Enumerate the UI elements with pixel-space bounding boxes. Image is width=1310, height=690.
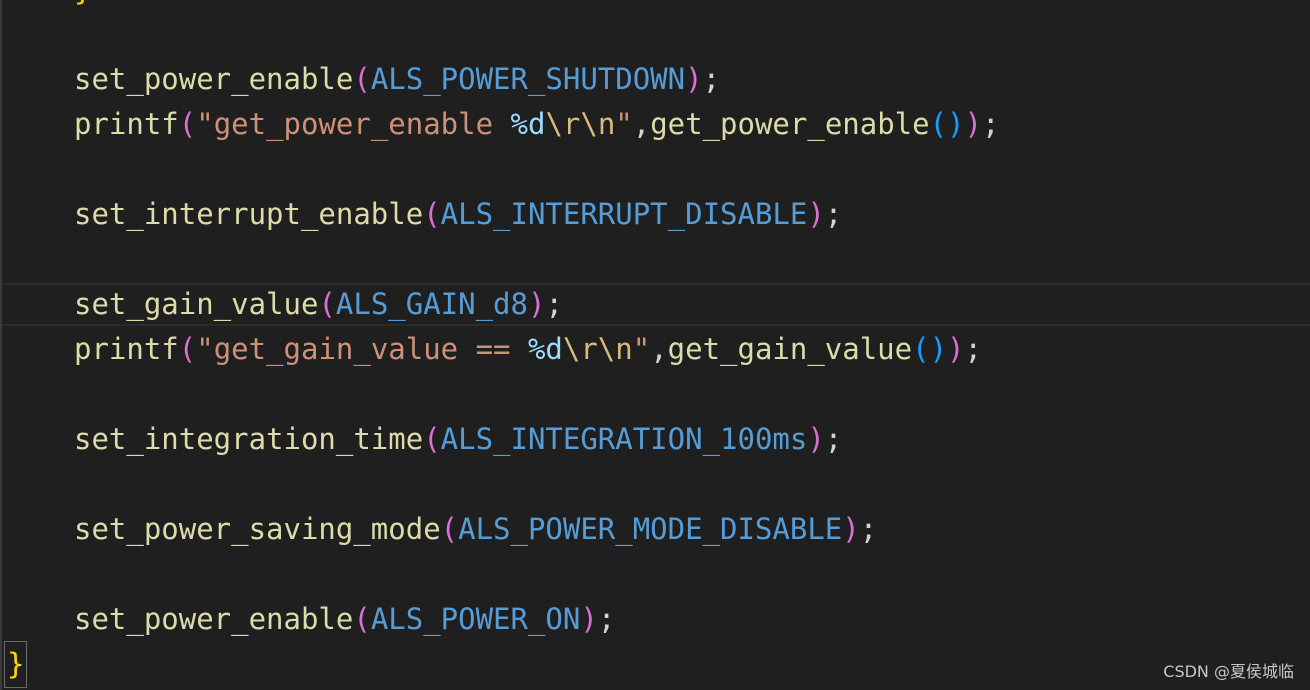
- function-name: set_interrupt_enable: [74, 197, 424, 231]
- closing-brace-matched: }: [4, 641, 28, 688]
- constant-argument: ALS_POWER_MODE_DISABLE: [458, 512, 843, 546]
- string-literal: "get_gain_value ==: [196, 332, 528, 366]
- constant-argument: ALS_GAIN_d8: [335, 287, 528, 321]
- comma: ,: [650, 332, 668, 366]
- constant-argument: ALS_INTERRUPT_DISABLE: [440, 197, 808, 231]
- close-paren: ): [964, 107, 982, 141]
- string-literal-end: ": [632, 332, 651, 366]
- code-line[interactable]: printf("get_power_enable %d\r\n",get_pow…: [2, 102, 1310, 147]
- open-paren: (: [353, 62, 371, 96]
- code-line[interactable]: set_gain_value(ALS_GAIN_d8);: [2, 282, 1310, 327]
- close-paren: ): [807, 197, 825, 231]
- semicolon: ;: [981, 107, 1000, 141]
- constant-argument: ALS_INTEGRATION_100ms: [440, 422, 808, 456]
- semicolon: ;: [597, 602, 616, 636]
- semicolon: ;: [824, 197, 843, 231]
- format-specifier: %d: [527, 332, 563, 366]
- format-specifier: %d: [510, 107, 546, 141]
- close-paren: ): [947, 332, 965, 366]
- function-name: set_integration_time: [74, 422, 424, 456]
- code-line[interactable]: set_power_saving_mode(ALS_POWER_MODE_DIS…: [2, 507, 1310, 552]
- code-line[interactable]: set_power_enable(ALS_POWER_ON);: [2, 597, 1310, 642]
- string-literal: "get_power_enable: [196, 107, 511, 141]
- function-name: get_power_enable: [650, 107, 930, 141]
- escape-sequence: \r\n: [562, 332, 633, 366]
- string-literal-end: ": [615, 107, 633, 141]
- open-paren: (: [353, 602, 371, 636]
- open-paren: (: [423, 422, 441, 456]
- watermark: CSDN @夏侯城临: [1163, 662, 1294, 681]
- closing-brace-top: }: [74, 0, 91, 7]
- code-line[interactable]: printf("get_gain_value == %d\r\n",get_ga…: [2, 327, 1310, 372]
- open-paren: (: [440, 512, 459, 546]
- open-paren: (: [178, 332, 197, 366]
- current-line-highlight: [2, 283, 1310, 326]
- open-paren: (: [423, 197, 441, 231]
- comma: ,: [632, 107, 651, 141]
- function-name: printf: [74, 107, 179, 141]
- constant-argument: ALS_POWER_ON: [370, 602, 581, 636]
- code-line[interactable]: set_integration_time(ALS_INTEGRATION_100…: [2, 417, 1310, 462]
- function-name: set_power_enable: [74, 62, 354, 96]
- open-paren: (: [318, 287, 336, 321]
- semicolon: ;: [702, 62, 721, 96]
- close-paren: ): [807, 422, 825, 456]
- open-paren: (: [178, 107, 197, 141]
- code-line[interactable]: set_interrupt_enable(ALS_INTERRUPT_DISAB…: [2, 192, 1310, 237]
- semicolon: ;: [859, 512, 878, 546]
- close-paren: ): [527, 287, 546, 321]
- semicolon: ;: [964, 332, 982, 366]
- close-paren: ): [842, 512, 860, 546]
- function-name: set_gain_value: [74, 287, 319, 321]
- function-name: set_power_saving_mode: [74, 512, 441, 546]
- semicolon: ;: [545, 287, 563, 321]
- code-line[interactable]: set_power_enable(ALS_POWER_SHUTDOWN);: [2, 57, 1310, 102]
- function-name: set_power_enable: [74, 602, 354, 636]
- close-paren: ): [685, 62, 703, 96]
- function-name: get_gain_value: [667, 332, 913, 366]
- call-parens: (): [912, 332, 948, 366]
- constant-argument: ALS_POWER_SHUTDOWN: [370, 62, 686, 96]
- close-paren: ): [580, 602, 598, 636]
- escape-sequence: \r\n: [545, 107, 616, 141]
- function-name: printf: [74, 332, 179, 366]
- call-parens: (): [929, 107, 965, 141]
- semicolon: ;: [824, 422, 843, 456]
